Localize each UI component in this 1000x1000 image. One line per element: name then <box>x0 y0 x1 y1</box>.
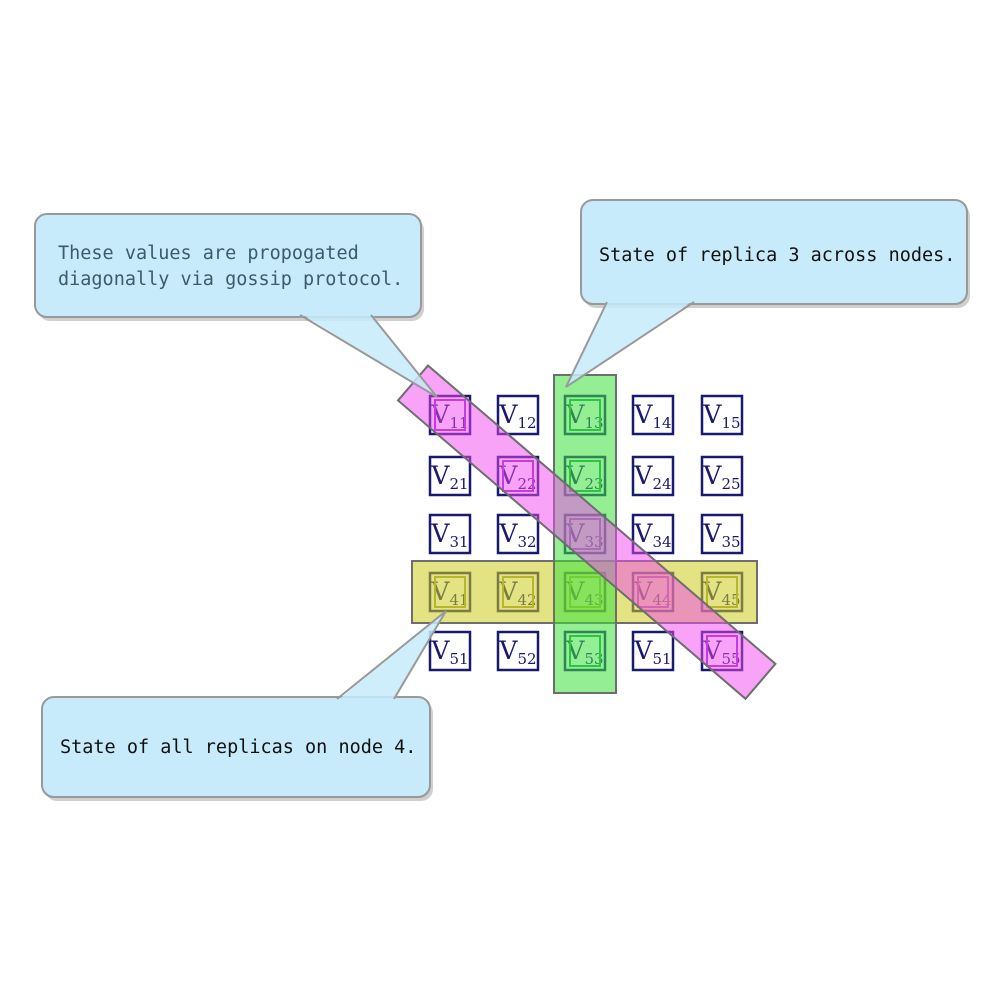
cell-box <box>496 513 540 555</box>
matrix-cell-v25-r2c5: V25 <box>700 455 744 497</box>
cell-label: V15 <box>702 400 740 432</box>
matrix-cell-v32-r3c2: V32 <box>496 513 540 555</box>
callout-tail-edge <box>565 301 695 388</box>
matrix-cell-v51-r5c4: V51 <box>631 630 675 672</box>
cell-box <box>428 455 472 497</box>
callout-tail-edge <box>299 314 438 398</box>
callout-text-line: State of all replicas on node 4. <box>60 737 416 758</box>
callout-replica-3: State of replica 3 across nodes. <box>565 199 970 388</box>
cell-label: V51 <box>633 636 671 668</box>
cell-box <box>496 630 540 672</box>
cell-box <box>428 513 472 555</box>
callout-tail-edge <box>370 314 438 398</box>
cell-label: V25 <box>702 461 740 493</box>
callout-text-line: These values are propogated <box>58 243 359 264</box>
matrix-cell-v21-r2c1: V21 <box>428 455 472 497</box>
callout-tail-edge <box>336 610 447 700</box>
matrix-cell-v52-r5c2: V52 <box>496 630 540 672</box>
callout-tail-edge <box>393 610 447 700</box>
callout-tail-edge <box>565 301 608 388</box>
callout-box <box>41 696 431 798</box>
matrix-cell-v14-r1c4: V14 <box>631 394 675 436</box>
cell-label: V31 <box>430 519 468 551</box>
cell-box <box>700 394 744 436</box>
cell-label: V51 <box>430 636 468 668</box>
cell-label: V14 <box>633 400 671 432</box>
cell-box <box>631 630 675 672</box>
cell-label: V21 <box>430 461 468 493</box>
cell-box <box>700 513 744 555</box>
matrix-cell-v31-r3c1: V31 <box>428 513 472 555</box>
cell-box <box>631 394 675 436</box>
callout-node-4: State of all replicas on node 4. <box>41 610 447 801</box>
callout-text-line: State of replica 3 across nodes. <box>599 245 955 266</box>
callout-text-line: diagonally via gossip protocol. <box>58 269 403 290</box>
cell-label: V52 <box>498 636 536 668</box>
callout-gossip-protocol: These values are propogated diagonally v… <box>34 213 438 398</box>
cell-box <box>700 455 744 497</box>
matrix-cell-v51-r5c1: V51 <box>428 630 472 672</box>
matrix-cell-v15-r1c5: V15 <box>700 394 744 436</box>
cell-label: V12 <box>498 400 536 432</box>
cell-box <box>428 630 472 672</box>
cell-label: V34 <box>633 519 671 551</box>
matrix-cell-v12-r1c2: V12 <box>496 394 540 436</box>
cell-label: V35 <box>702 519 740 551</box>
matrix-cell-v35-r3c5: V35 <box>700 513 744 555</box>
callout-box <box>34 213 422 318</box>
cell-label: V24 <box>633 461 671 493</box>
matrix-cell-v24-r2c4: V24 <box>631 455 675 497</box>
callout-box <box>580 199 968 305</box>
cell-box <box>631 455 675 497</box>
cell-label: V32 <box>498 519 536 551</box>
cell-box <box>496 394 540 436</box>
